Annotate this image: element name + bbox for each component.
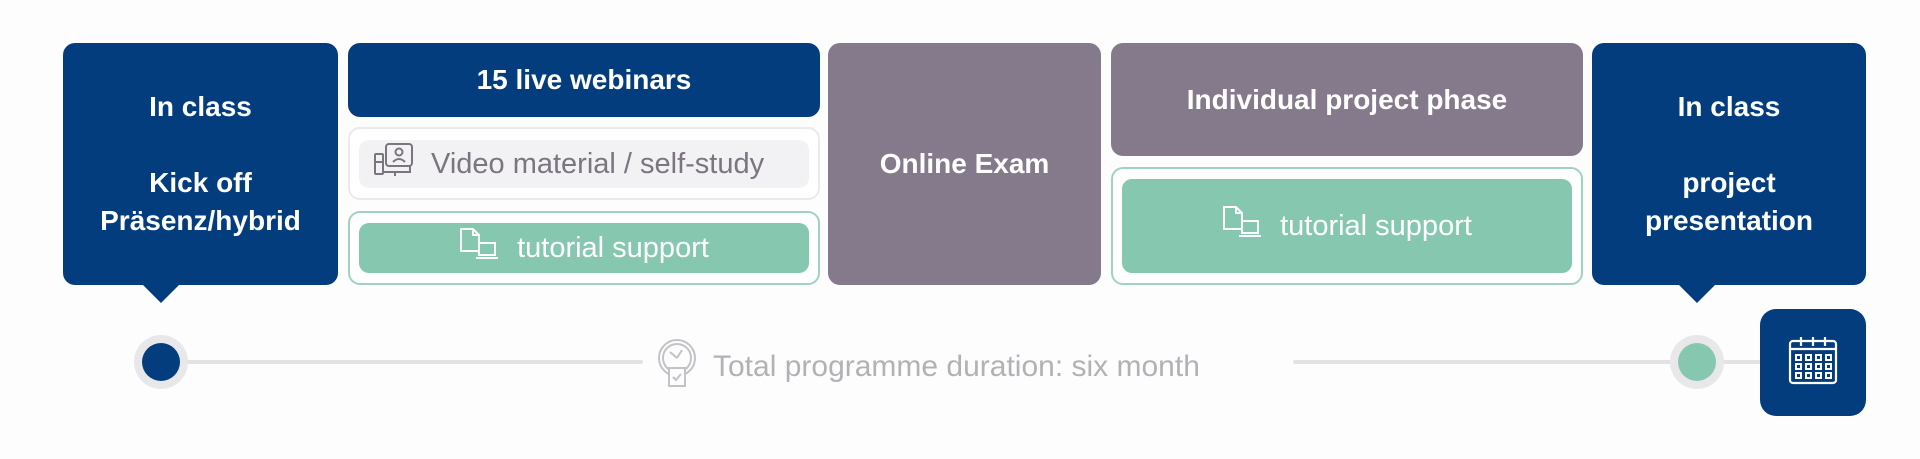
webinars-header: 15 live webinars — [348, 43, 820, 117]
kickoff-pointer — [143, 285, 179, 303]
timeline-track-left — [175, 360, 643, 364]
kickoff-title: Kick off — [149, 167, 252, 198]
video-material-pill: Video material / self-study — [359, 140, 809, 188]
webinar-tutorial-pill: tutorial support — [359, 223, 809, 273]
webinars-title: 15 live webinars — [476, 64, 692, 95]
document-laptop-icon — [459, 227, 501, 269]
project-tutorial-label: tutorial support — [1280, 209, 1472, 242]
clock-checklist-icon — [655, 338, 699, 396]
timeline-start-dot — [134, 335, 188, 389]
calendar-icon — [1787, 334, 1839, 391]
presentation-pointer — [1679, 285, 1715, 303]
kickoff-card: In class Kick off Präsenz/hybrid — [63, 43, 338, 285]
presentation-card: In class project presentation — [1592, 43, 1866, 285]
project-tutorial-pill: tutorial support — [1122, 179, 1572, 273]
presentation-mode: In class — [1677, 91, 1781, 122]
webinar-tutorial-box: tutorial support — [348, 211, 820, 285]
project-phase-title: Individual project phase — [1186, 83, 1508, 115]
presentation-title-1: project — [1682, 167, 1776, 198]
timeline-track-right — [1293, 360, 1763, 364]
document-laptop-icon — [1222, 205, 1264, 247]
timeline-end-dot — [1670, 335, 1724, 389]
video-lecture-icon — [373, 142, 415, 186]
project-phase-header: Individual project phase — [1111, 43, 1583, 156]
duration-text: Total programme duration: six month — [713, 350, 1200, 383]
online-exam-card: Online Exam — [828, 43, 1101, 285]
video-material-label: Video material / self-study — [431, 147, 765, 180]
video-material-box: Video material / self-study — [348, 127, 820, 200]
presentation-title-2: presentation — [1644, 205, 1814, 236]
duration-label-group: Total programme duration: six month — [655, 338, 1200, 396]
project-tutorial-box: tutorial support — [1111, 167, 1583, 285]
webinar-tutorial-label: tutorial support — [517, 231, 709, 264]
calendar-badge — [1760, 309, 1866, 416]
online-exam-title: Online Exam — [879, 148, 1050, 179]
kickoff-mode: In class — [149, 91, 252, 122]
kickoff-format: Präsenz/hybrid — [100, 205, 301, 236]
